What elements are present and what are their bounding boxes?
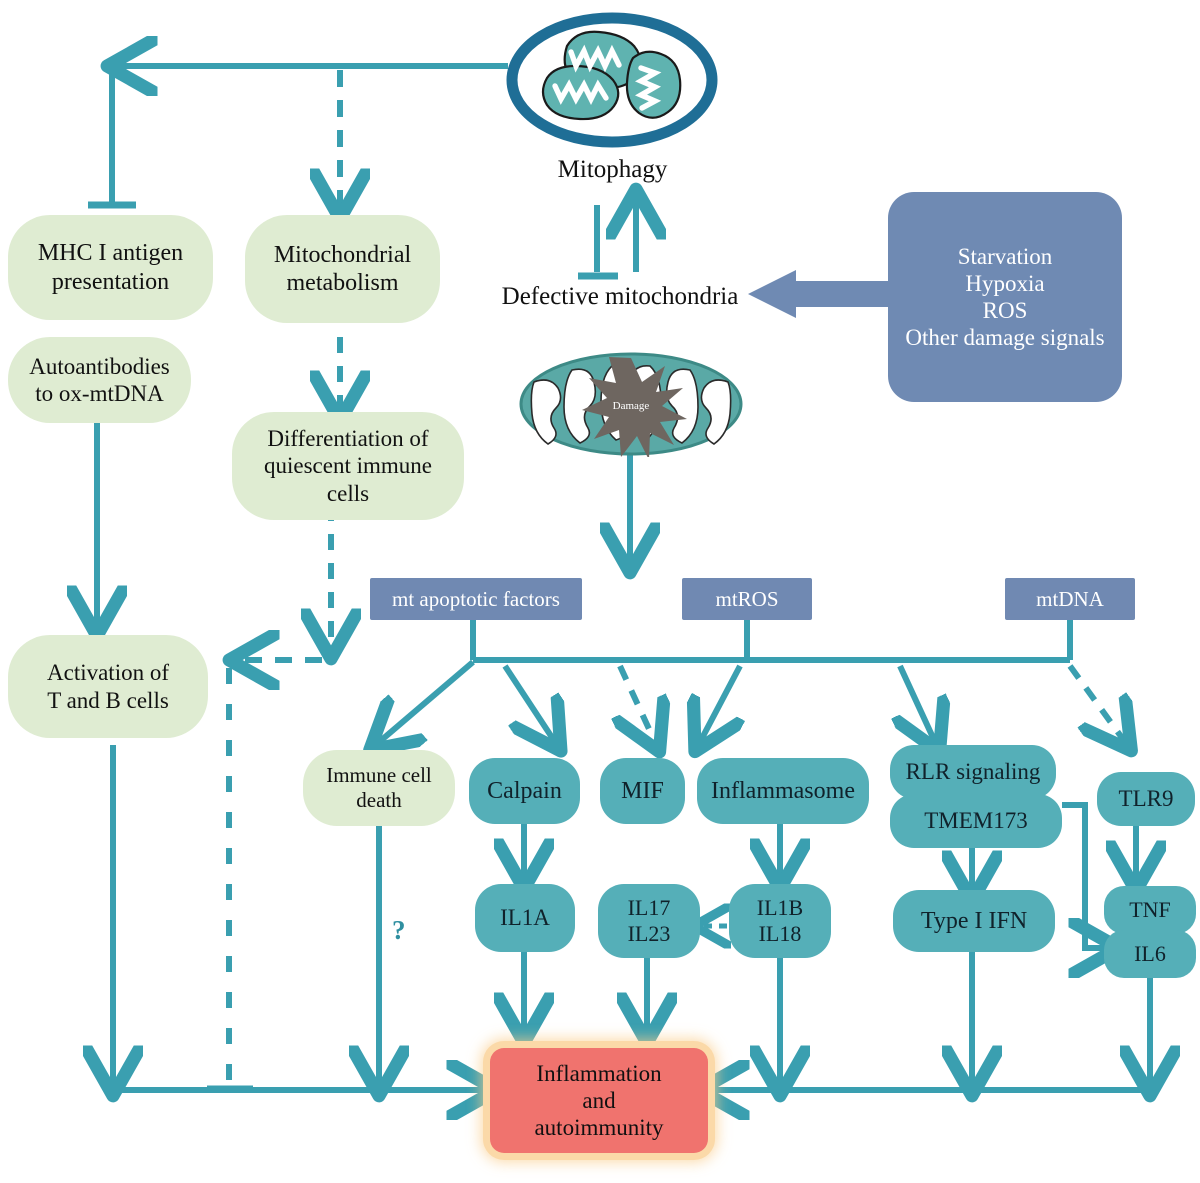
mitochondrial-metabolism-node: Mitochondrial metabolism [245, 215, 440, 323]
activation-line-1: T and B cells [47, 687, 169, 713]
stimuli-box: Starvation Hypoxia ROS Other damage sign… [888, 192, 1122, 402]
mhc-line-1: presentation [51, 268, 170, 295]
inflammation-autoimmunity-node: Inflammation and autoimmunity [490, 1048, 708, 1153]
autoantibodies-line-0: Autoantibodies [29, 353, 170, 379]
differentiation-line-0: Differentiation of [267, 426, 429, 452]
stimuli-line-2: ROS [982, 298, 1028, 323]
il23-line: IL23 [627, 921, 671, 946]
mito-metabolism-line-0: Mitochondrial [273, 241, 412, 268]
immune-cell-death-line-1: death [356, 788, 402, 812]
mito-metabolism-line-1: metabolism [286, 270, 399, 296]
inflammation-line-2: autoimmunity [534, 1115, 664, 1141]
il1b-line: IL1B [756, 895, 804, 921]
il17-line: IL17 [627, 895, 671, 921]
il6-node: IL6 [1104, 930, 1196, 978]
rlr-signaling-node: RLR signaling [890, 745, 1056, 799]
damaged-mitochondrion-icon: Damage [516, 352, 746, 460]
mif-node: MIF [600, 758, 685, 824]
tmem173-node: TMEM173 [890, 794, 1062, 848]
autoantibodies-line-1: to ox-mtDNA [35, 381, 164, 406]
autophagosome-icon [505, 8, 720, 153]
type-i-ifn-node: Type I IFN [893, 890, 1055, 952]
tlr9-node: TLR9 [1097, 772, 1195, 826]
activation-t-b-cells-node: Activation of T and B cells [8, 635, 208, 738]
calpain-node: Calpain [469, 758, 580, 824]
mtdna-node: mtDNA [1005, 578, 1135, 620]
inflammation-line-0: Inflammation [536, 1060, 662, 1086]
stimuli-line-3: Other damage signals [905, 325, 1105, 351]
stimuli-line-0: Starvation [957, 243, 1053, 269]
il1a-node: IL1A [475, 884, 575, 952]
differentiation-node: Differentiation of quiescent immune cell… [232, 412, 464, 520]
immune-cell-death-node: Immune cell death [303, 750, 455, 826]
mtros-node: mtROS [682, 578, 812, 620]
tnf-node: TNF [1104, 886, 1196, 934]
differentiation-line-2: cells [326, 480, 370, 506]
inflammation-line-1: and [582, 1087, 616, 1113]
activation-line-0: Activation of [47, 660, 169, 686]
mitophagy-label: Mitophagy [557, 156, 668, 184]
mhc-antigen-presentation-node: MHC I antigen presentation [8, 215, 213, 320]
autoantibodies-node: Autoantibodies to ox-mtDNA [8, 337, 191, 423]
mt-apoptotic-factors-node: mt apoptotic factors [370, 578, 582, 620]
inflammasome-node: Inflammasome [697, 758, 869, 824]
damage-star-label: Damage [613, 400, 650, 412]
immune-cell-death-line-0: Immune cell [326, 763, 432, 788]
block-arrow-icon [742, 268, 892, 320]
differentiation-line-1: quiescent immune [264, 453, 432, 479]
il17-il23-node: IL17 IL23 [598, 884, 700, 958]
il1b-il18-node: IL1B IL18 [729, 884, 831, 958]
il18-line: IL18 [758, 921, 802, 946]
defective-mitochondria-label: Defective mitochondria [501, 283, 739, 310]
stimuli-line-1: Hypoxia [965, 270, 1045, 296]
question-mark-annotation: ? [392, 915, 406, 945]
mhc-line-0: MHC I antigen [37, 240, 184, 267]
